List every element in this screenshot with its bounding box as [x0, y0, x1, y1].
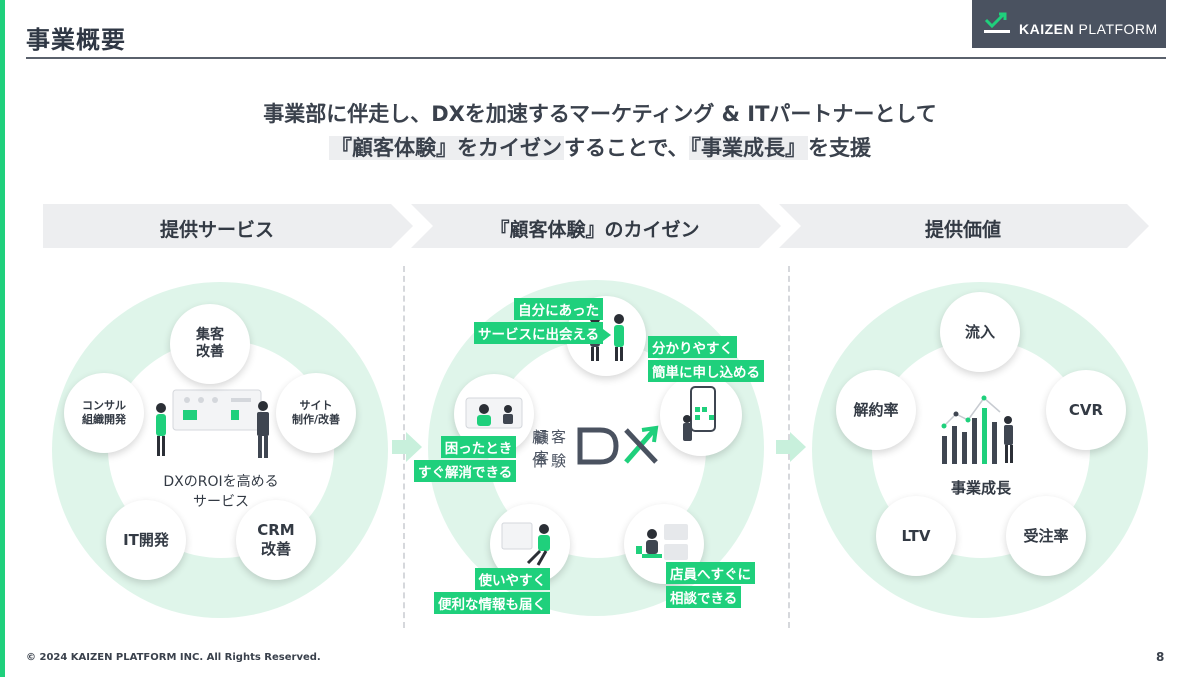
cx-tag-ask-staff: 店員へすぐに 相談できる [666, 562, 755, 610]
highlight-customer-experience: 『顧客体験』をカイゼン [328, 136, 564, 160]
page-number: 8 [1156, 650, 1165, 664]
value-node-cvr: CVR [1046, 370, 1126, 450]
cx-center-line-2: 体験 [532, 452, 571, 470]
value-center-label: 事業成長 [950, 479, 1011, 497]
service-node-acquisition: 集客改善 [170, 304, 250, 384]
cx-tag-quick-help: 困ったとき すぐ解消できる [414, 436, 517, 484]
chevron-shape [779, 204, 1149, 248]
flow-arrow-icon [392, 432, 422, 462]
cx-node-apply [660, 374, 742, 456]
service-node-consulting: コンサル組織開発 [64, 373, 144, 453]
chevron-shape [411, 204, 781, 248]
growth-chart-icon [941, 395, 1013, 464]
copyright: © 2024 KAIZEN PLATFORM INC. All Rights R… [26, 652, 321, 663]
video-call-icon [465, 397, 523, 429]
value-node-churn: 解約率 [836, 370, 916, 450]
step-label: 『顧客体験』のカイゼン [490, 219, 700, 241]
service-node-it-dev: IT開発 [106, 500, 186, 580]
logo-text: KAIZEN PLATFORM [1019, 21, 1158, 37]
page-title: 事業概要 [26, 26, 126, 54]
cx-tag-find-service-text: 自分にあった サービスに出会える [474, 298, 604, 346]
dx-logo-icon [577, 425, 659, 465]
company-logo: KAIZEN PLATFORM [972, 0, 1166, 48]
value-node-inflow: 流入 [940, 292, 1020, 372]
lead-line-2: 『顧客体験』をカイゼンすることで、『事業成長』を支援 [328, 136, 872, 160]
step-provided-services: 提供サービス [43, 204, 413, 248]
value-node-ltv: LTV [876, 496, 956, 576]
consulting-illustration-icon [156, 389, 269, 458]
cx-center-line-1: 顧客 [532, 428, 571, 446]
staff-chat-icon [636, 524, 688, 560]
title-divider [26, 57, 1166, 59]
flow-arrow-icon [776, 432, 806, 462]
cx-center-kanji: 顧客 [534, 429, 553, 468]
cx-tag-useful-info: 使いやすく 便利な情報も届く [434, 568, 550, 616]
accent-bar [0, 0, 5, 677]
highlight-business-growth: 『事業成長』 [688, 136, 809, 160]
value-node-order-rate: 受注率 [1006, 496, 1086, 576]
step-provided-value: 提供価値 [779, 204, 1149, 248]
step-label: 提供サービス [159, 219, 274, 241]
step-cx-kaizen: 『顧客体験』のカイゼン [411, 204, 781, 248]
smartphone-icon [683, 386, 716, 441]
logo-mark-icon [984, 12, 1010, 33]
step-label: 提供価値 [924, 219, 1001, 241]
lead-line-1: 事業部に伴走し、DXを加速するマーケティング & ITパートナーとして [263, 102, 937, 126]
cx-tag-easy-apply: 分かりやすく 簡単に申し込める [648, 336, 764, 384]
chevron-shape [43, 204, 413, 248]
services-center-label: DXのROIを高める サービス [163, 474, 279, 511]
relaxing-person-icon [501, 522, 550, 566]
service-node-site: サイト制作/改善 [276, 373, 356, 453]
